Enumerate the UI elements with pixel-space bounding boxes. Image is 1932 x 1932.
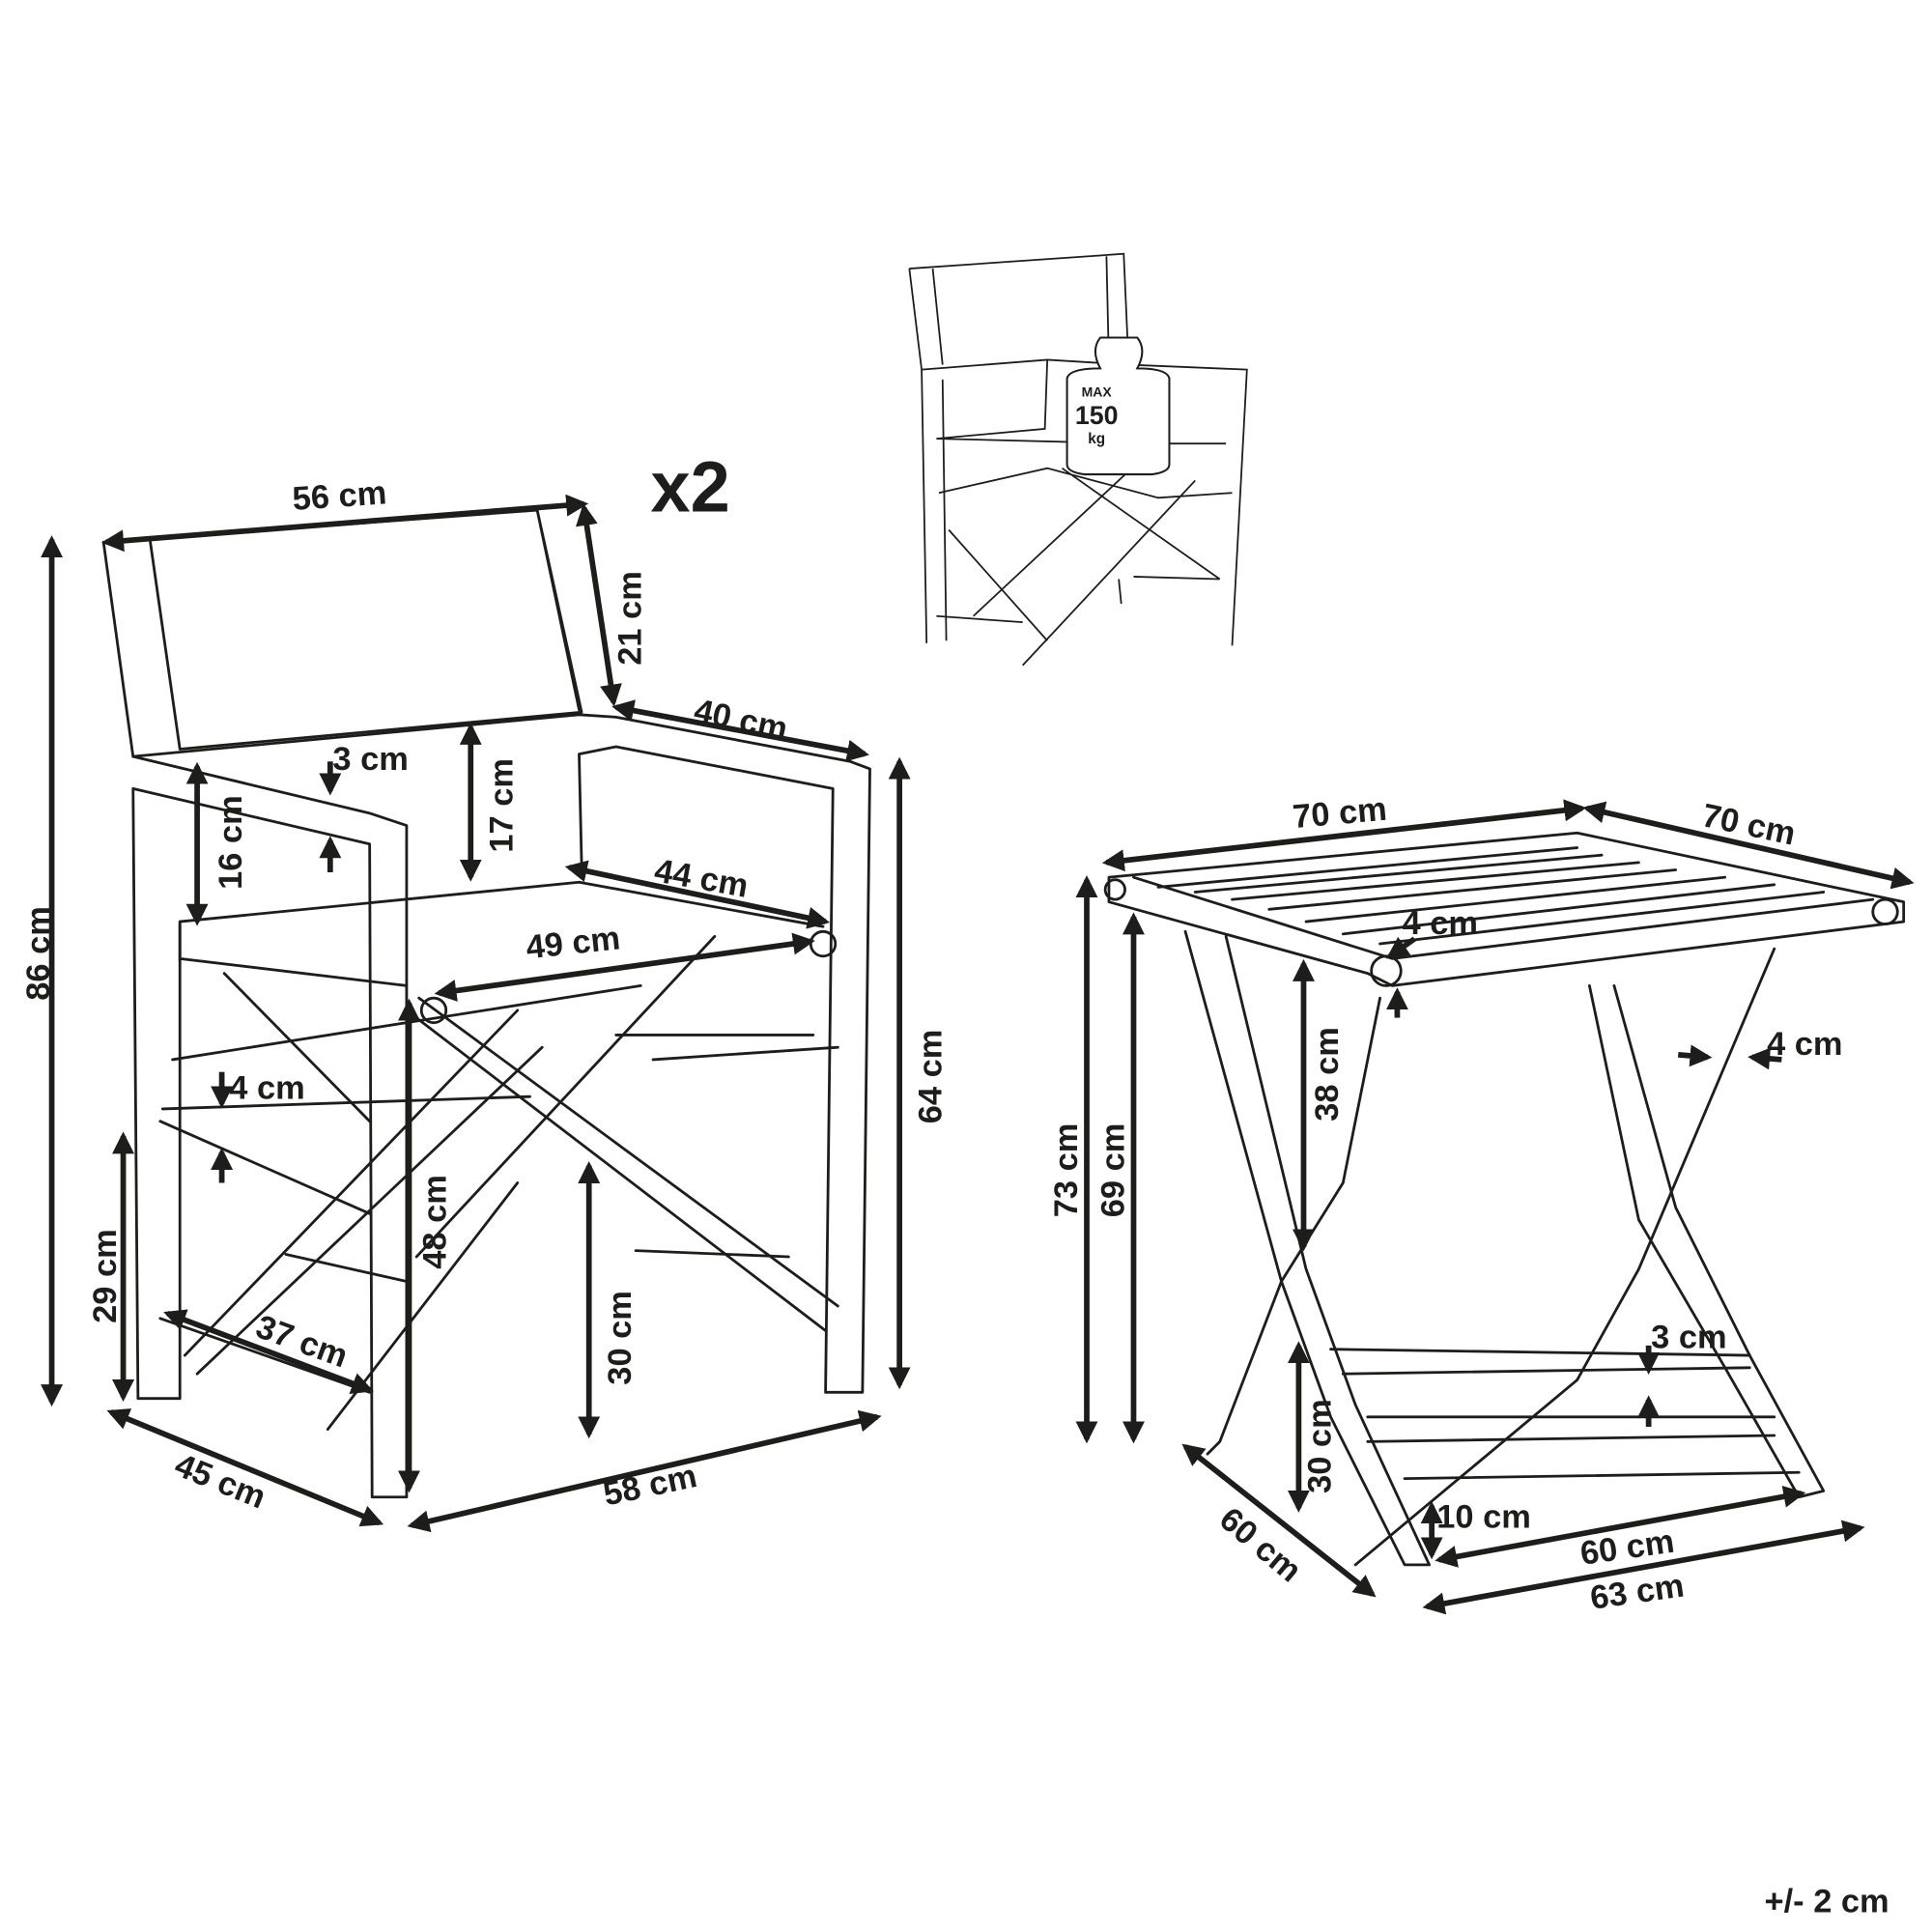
table-rail-height-label: 30 cm [1302,1399,1339,1493]
chair-back-to-seat-label: 17 cm [484,758,521,853]
quantity-label: x2 [650,446,729,526]
chair-seat-width-label: 49 cm [525,920,622,966]
chair-back-height-label: 21 cm [611,571,648,666]
table-frame-height-label: 38 cm [1309,1027,1346,1122]
chair-armrest-above-seat-label: 16 cm [213,795,249,890]
table-drawing [1103,831,1906,1567]
weight-value: 150 [1075,401,1119,430]
chair-drawing [101,508,871,1499]
chair-seat-clearance-label: 30 cm [602,1291,639,1385]
chair-rung-height-label: 29 cm [87,1229,124,1323]
chair-armrest-height-label: 64 cm [912,1030,949,1124]
table-dimension-labels: 70 cm 70 cm 4 cm 73 cm 69 cm 38 cm 4 cm … [1048,791,1843,1617]
table-top-length-label: 70 cm [1292,791,1389,836]
dimension-arrows [41,494,1915,1615]
table-base-depth-label: 60 cm [1212,1501,1308,1590]
chair-back-width-label: 56 cm [291,474,387,518]
tolerance-note: +/- 2 cm [1765,1884,1889,1920]
chair-rung-thickness-label: 4 cm [229,1070,304,1107]
chair-seat-height-label: 48 cm [417,1175,454,1269]
chair-base-width-label: 58 cm [600,1458,699,1513]
table-total-height-label: 73 cm [1048,1123,1085,1218]
table-foot-height-label: 10 cm [1436,1499,1531,1536]
table-top-thickness-label: 4 cm [1403,905,1478,942]
weight-unit: kg [1088,431,1105,447]
weight-max-label: MAX [1082,384,1113,400]
table-rail-thickness-label: 3 cm [1651,1319,1726,1355]
weight-capacity-badge: MAX 150 kg [1065,336,1171,476]
chair-total-height-label: 86 cm [20,906,57,1001]
chair-dimension-labels: 56 cm 21 cm 40 cm 3 cm 17 cm 16 cm 44 cm… [20,474,949,1516]
preview-chair-drawing [908,252,1248,667]
table-leg-thickness-label: 4 cm [1767,1026,1842,1063]
table-underside-height-label: 69 cm [1094,1123,1131,1218]
chair-armrest-thickness-label: 3 cm [332,741,408,778]
